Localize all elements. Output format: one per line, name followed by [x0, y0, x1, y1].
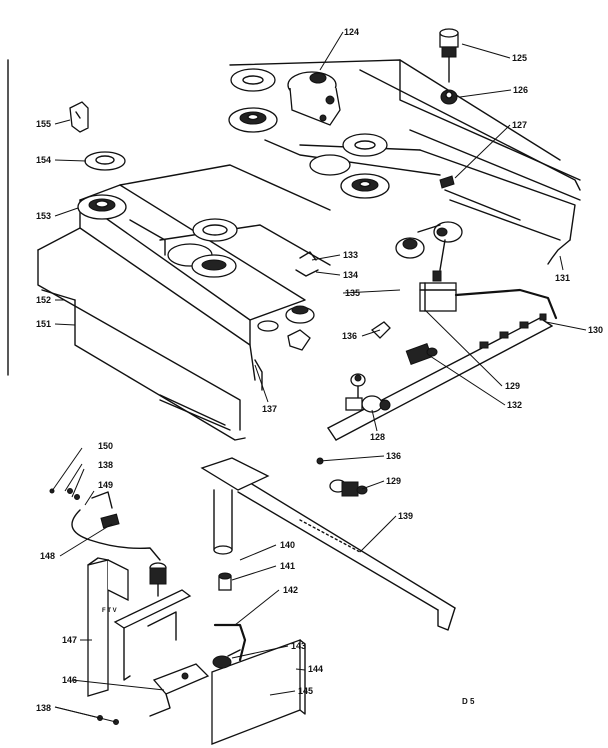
callout-152: 152	[36, 295, 51, 305]
part-143-145-box	[211, 639, 306, 745]
callout-139: 139	[398, 511, 413, 521]
part-147-bracket: F T V	[87, 557, 192, 697]
callout-125: 125	[512, 53, 527, 63]
callout-132: 132	[507, 400, 522, 410]
part-139-oven-burner	[237, 477, 456, 631]
part-142-gas-line	[213, 623, 247, 662]
callout-141: 141	[280, 561, 295, 571]
burner-heads	[77, 68, 390, 278]
spark-ignitor-module	[149, 562, 167, 597]
callout-129-lower: 129	[386, 476, 401, 486]
part-132-valve	[405, 343, 438, 365]
callout-131: 131	[555, 273, 570, 283]
part-127-clip	[439, 175, 455, 189]
callout-129-upper: 129	[505, 381, 520, 391]
parts-133-134-135	[257, 251, 319, 351]
callout-140: 140	[280, 540, 295, 550]
callout-136-upper: 136	[342, 331, 357, 341]
callout-149: 149	[98, 480, 113, 490]
part-140-venturi	[200, 457, 270, 555]
callout-138-upper: 138	[98, 460, 113, 470]
leader-lines	[51, 31, 587, 723]
part-125-126	[439, 28, 459, 105]
callout-134: 134	[343, 270, 358, 280]
callout-136-lower: 136	[386, 451, 401, 461]
callout-labels: 124 125 126 127 131 133 134 135 136 130 …	[36, 27, 603, 713]
callout-135: 135	[345, 288, 360, 298]
callout-133: 133	[343, 250, 358, 260]
callout-128: 128	[370, 432, 385, 442]
callout-130: 130	[588, 325, 603, 335]
part-141-orifice	[218, 572, 232, 591]
callout-126: 126	[513, 85, 528, 95]
callout-148: 148	[40, 551, 55, 561]
part-148-wire	[71, 491, 161, 561]
part-155-bracket	[69, 101, 89, 133]
part-129-valve	[329, 479, 368, 497]
part-130-manifold	[327, 313, 553, 441]
callout-138-lower: 138	[36, 703, 51, 713]
part-136-fitting	[370, 321, 391, 339]
callout-155: 155	[36, 119, 51, 129]
callout-142: 142	[283, 585, 298, 595]
callout-147: 147	[62, 635, 77, 645]
svg-text:F T V: F T V	[102, 608, 117, 614]
part-124-valve	[287, 71, 341, 126]
callout-144: 144	[308, 664, 323, 674]
valve-manifold	[395, 221, 558, 320]
callout-150: 150	[98, 441, 113, 451]
part-146-switch	[149, 663, 210, 717]
callout-153: 153	[36, 211, 51, 221]
callout-127: 127	[512, 120, 527, 130]
callout-124: 124	[344, 27, 359, 37]
drawing-code: D 5	[462, 697, 475, 706]
cooktop-burner-box	[37, 59, 581, 441]
callout-137: 137	[262, 404, 277, 414]
callout-145: 145	[298, 686, 313, 696]
part-131-wire	[547, 239, 571, 265]
callout-143: 143	[291, 641, 306, 651]
callout-146: 146	[62, 675, 77, 685]
part-128-valve	[345, 373, 391, 413]
callout-154: 154	[36, 155, 51, 165]
callout-151: 151	[36, 319, 51, 329]
